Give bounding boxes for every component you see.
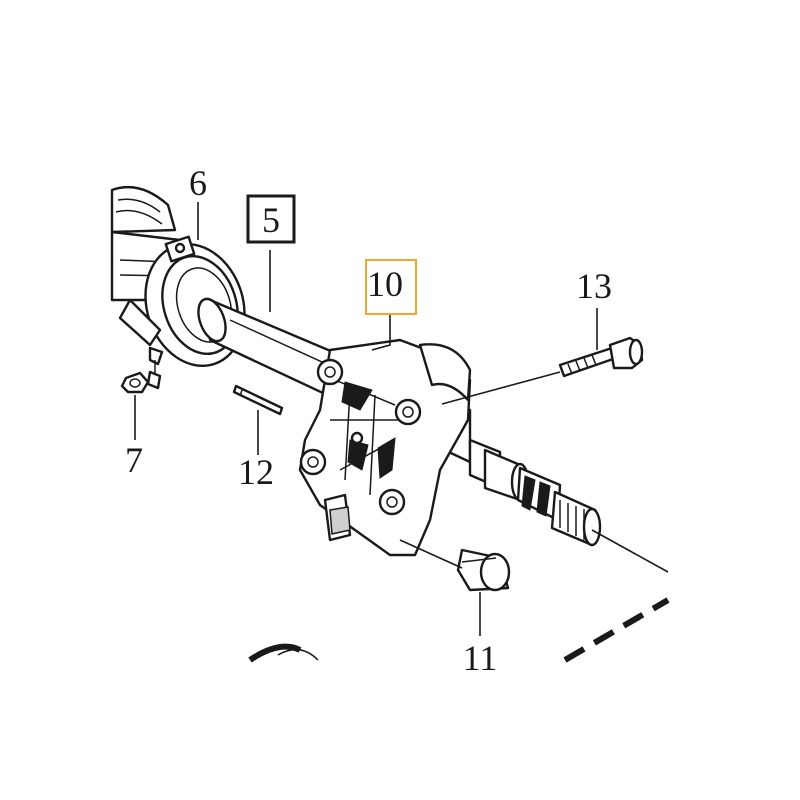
callout-13: 13 (576, 266, 612, 306)
bushing-axis-line (399, 539, 463, 569)
bolt (558, 336, 644, 378)
callout-10: 10 (367, 264, 403, 304)
bolt-lead-line (441, 371, 561, 405)
callout-highlight-10 (365, 259, 417, 315)
dashed-reference-line (248, 597, 670, 663)
callout-12: 12 (238, 452, 274, 492)
callout-5: 5 (262, 200, 280, 240)
leader-10 (371, 314, 391, 351)
pinion-shaft (468, 438, 602, 547)
callout-7: 7 (125, 440, 143, 480)
axis-line (591, 529, 669, 573)
bushing (456, 548, 511, 592)
dowel-pin (232, 384, 284, 416)
nut (120, 371, 150, 394)
callout-box-5 (246, 194, 296, 244)
callout-11: 11 (463, 638, 498, 678)
clip (146, 346, 164, 390)
callout-6: 6 (189, 163, 207, 203)
mounting-bracket (298, 338, 472, 557)
